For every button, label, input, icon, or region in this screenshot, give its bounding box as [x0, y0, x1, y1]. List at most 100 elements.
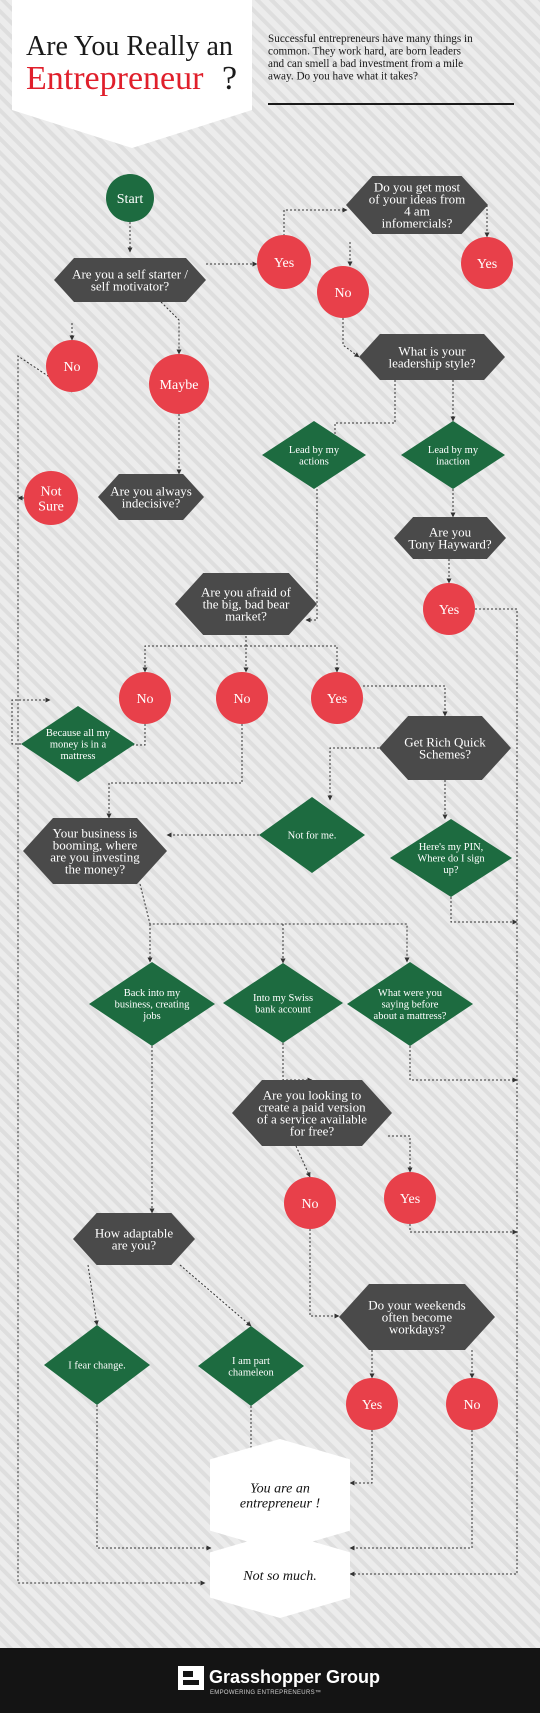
node-label: Yes [477, 257, 497, 272]
connector-arrow [295, 1145, 311, 1178]
node-yes-paid: Yes [384, 1172, 436, 1224]
node-yes-1: Yes [257, 235, 311, 289]
node-label: No [334, 286, 351, 301]
node-label: Yes [400, 1192, 420, 1207]
node-label: Not so much. [242, 1569, 317, 1584]
node-label: No [136, 692, 153, 707]
connector-arrow [388, 1135, 413, 1173]
node-yes-weekends: Yes [346, 1378, 398, 1430]
node-label: I am part [232, 1356, 270, 1367]
node-label: infomercials? [382, 216, 453, 231]
node-start: Start [106, 174, 154, 222]
node-label: Do your weekends [368, 1298, 465, 1313]
node-label: Yes [362, 1398, 382, 1413]
node-label: Are you afraid of [201, 585, 292, 600]
title-line-1: Are You Really an [26, 31, 233, 62]
node-label: the money? [65, 862, 126, 877]
connector-arrow [450, 897, 518, 925]
node-label: saying before [382, 1000, 439, 1011]
node-label: Here's my PIN, [419, 842, 484, 853]
connector-arrow [409, 1224, 518, 1235]
node-no-paid: No [284, 1177, 336, 1229]
node-label: No [233, 692, 250, 707]
node-label: entrepreneur ! [240, 1496, 321, 1511]
node-not-so-much: Not so much. [210, 1532, 350, 1618]
node-label: leadership style? [389, 356, 476, 371]
connector-arrow [283, 207, 348, 236]
connector-arrow [409, 1046, 518, 1083]
node-label: Not [41, 484, 62, 499]
node-label: the big, bad bear [203, 597, 290, 612]
intro-line: common. They work hard, are born leaders [268, 46, 461, 58]
node-fear-change: I fear change. [44, 1325, 150, 1405]
intro-line: away. Do you have what it takes? [268, 71, 418, 83]
intro-line: and can smell a bad investment from a mi… [268, 58, 463, 70]
node-label: Yes [439, 603, 459, 618]
title-question-mark: ? [222, 60, 237, 97]
node-no-bear-2: No [216, 672, 268, 724]
node-label: money is in a [50, 740, 107, 751]
node-label: mattress [61, 751, 96, 762]
connector-arrow [349, 1430, 373, 1486]
node-maybe: Maybe [149, 354, 209, 414]
node-label: Are you always [110, 484, 192, 499]
title-banner [12, 0, 252, 148]
node-label: market? [225, 609, 267, 624]
connector-arrow [160, 301, 182, 355]
intro-paragraph: Successful entrepreneurs have many thing… [268, 33, 473, 83]
node-label: indecisive? [122, 496, 181, 511]
node-label: Get Rich Quick [404, 735, 486, 750]
connector-arrow [123, 724, 146, 748]
node-label: Start [117, 192, 144, 207]
connectors [11, 205, 518, 1586]
node-self-starter: Are you a self starter /self motivator? [54, 258, 206, 302]
node-label: create a paid version [258, 1100, 366, 1115]
node-label: Schemes? [419, 747, 471, 762]
node-label: You are an [250, 1481, 310, 1496]
connector-arrow [342, 318, 360, 358]
connector-arrow [11, 697, 51, 745]
node-yes-tony: Yes [423, 583, 475, 635]
node-label: are you? [112, 1238, 157, 1253]
connector-arrow [349, 1430, 473, 1551]
title-entrepreneur-word: Entrepreneur [26, 60, 204, 97]
node-label: Lead by my [289, 445, 340, 456]
node-label: actions [299, 456, 329, 467]
node-label: jobs [142, 1011, 161, 1022]
node-no-infomercials: No [317, 266, 369, 318]
node-label: No [463, 1398, 480, 1413]
node-label: Back into my [124, 988, 181, 999]
node-label: No [301, 1197, 318, 1212]
node-label: workdays? [389, 1322, 446, 1337]
node-label: Your business is [53, 826, 138, 841]
node-label: Are you a self starter / [72, 267, 188, 282]
connector-arrow [139, 883, 410, 963]
connector-arrow [363, 685, 448, 717]
node-label: How adaptable [95, 1226, 174, 1241]
connector-arrow [142, 645, 246, 673]
node-label: Lead by my [428, 445, 479, 456]
connector-arrow [349, 608, 518, 1577]
node-label: Yes [274, 256, 294, 271]
node-yes-bear: Yes [311, 672, 363, 724]
node-label: business, creating [115, 1000, 190, 1011]
connector-arrow [17, 355, 206, 1586]
node-label: Because all my [46, 728, 111, 739]
connector-arrow [327, 747, 379, 801]
